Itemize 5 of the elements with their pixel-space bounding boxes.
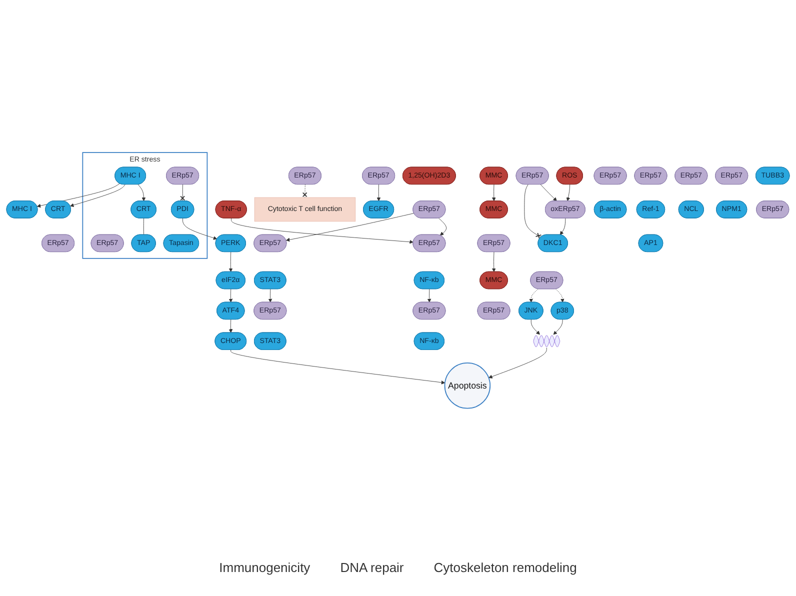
note-label: DNA repair [340,560,404,575]
node-circle: Apoptosis [444,362,491,408]
connector [143,218,144,235]
note-label: Immunogenicity [219,560,310,575]
note-label: Cytoskeleton remodeling [434,560,577,575]
